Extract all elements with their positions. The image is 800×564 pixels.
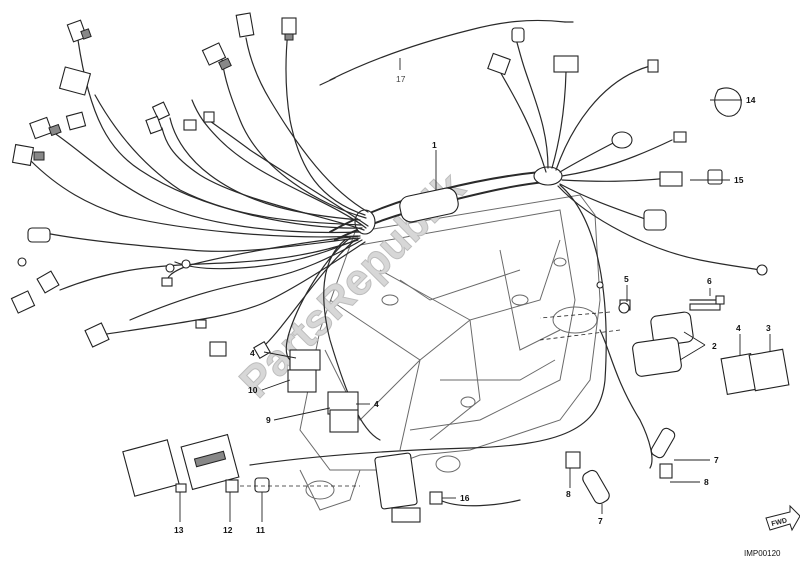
callout-6: 6 — [707, 276, 712, 286]
callout-10: 10 — [248, 385, 258, 395]
callout-16: 16 — [460, 493, 470, 503]
callout-17: 17 — [396, 74, 406, 84]
callout-8-left: 8 — [566, 489, 571, 499]
callout-15: 15 — [734, 175, 744, 185]
callout-14: 14 — [746, 95, 756, 105]
callout-4-relay-lower: 4 — [374, 399, 379, 409]
main-wiring-harness — [29, 19, 761, 507]
callout-2: 2 — [712, 341, 717, 351]
callout-3: 3 — [766, 323, 771, 333]
callout-5: 5 — [624, 274, 629, 284]
callout-9: 9 — [266, 415, 271, 425]
drawing-code: IMP00120 — [744, 549, 781, 558]
callout-4-relay-upper: 4 — [250, 348, 255, 358]
callout-4-ecu: 4 — [736, 323, 741, 333]
callout-13: 13 — [174, 525, 184, 535]
callout-1: 1 — [432, 140, 437, 150]
callout-7-right: 7 — [714, 455, 719, 465]
fwd-label: FWD — [771, 517, 788, 528]
callout-8-right: 8 — [704, 477, 709, 487]
callout-labels: 1 2 3 4 4 4 5 6 7 7 8 8 9 10 11 12 13 14… — [174, 74, 771, 535]
motorcycle-frame — [299, 194, 601, 511]
forward-arrow-icon: FWD — [765, 504, 800, 532]
harness-connectors — [10, 12, 790, 523]
callout-11: 11 — [256, 525, 265, 535]
leader-lines — [179, 58, 771, 522]
callout-12: 12 — [223, 525, 233, 535]
callout-7-bottom: 7 — [598, 516, 603, 526]
